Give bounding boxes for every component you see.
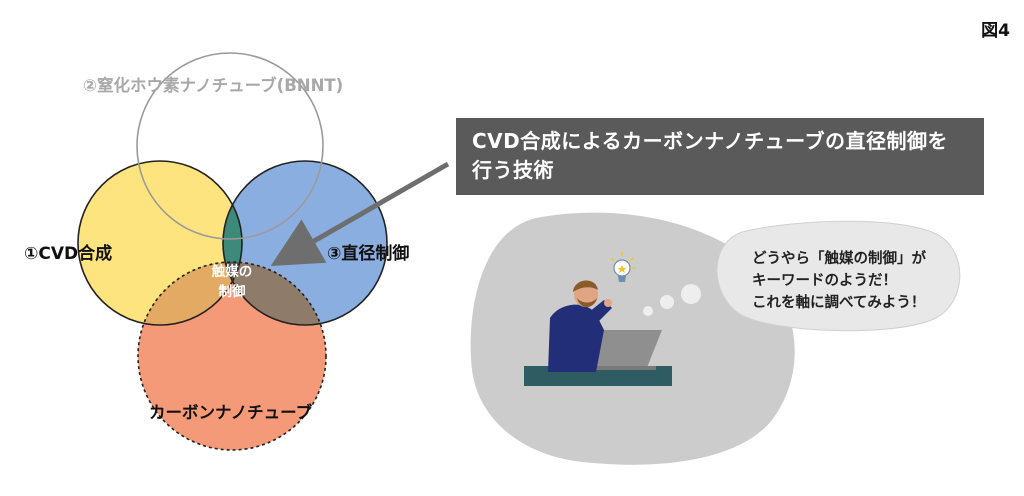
bnnt-label: ②窒化ホウ素ナノチューブ(BNNT) (83, 75, 343, 95)
thought-dot-medium (660, 295, 674, 309)
lightbulb-icon (610, 252, 636, 282)
thought-dot-small (643, 306, 653, 316)
diameter-label: ③直径制御 (327, 243, 409, 264)
pointer-arrow (270, 161, 450, 266)
cnt-circle-outline (137, 261, 327, 451)
banner-line2: 行う技術 (472, 158, 554, 182)
cvd-cnt-overlap (138, 262, 242, 325)
figure-label: 図4 (981, 21, 1010, 41)
bnnt-circle (136, 52, 324, 240)
speech-line3: これを軸に調べてみよう！ (752, 293, 925, 311)
cnt-label: カーボンナノチューブ (149, 402, 313, 422)
person-hair (573, 280, 598, 292)
diameter-cnt-overlap (223, 262, 326, 325)
laptop-base (574, 366, 656, 370)
cvd-circle-outline (77, 160, 243, 326)
person-illustration (524, 252, 672, 386)
cvd-label: ①CVD合成 (24, 243, 112, 264)
diameter-circle-outline (222, 160, 388, 326)
speech-line1: どうやら「触媒の制御」が (752, 249, 926, 267)
center-label-line2: 制御 (219, 283, 246, 300)
person-beard (577, 298, 597, 307)
topic-banner: CVD合成によるカーボンナノチューブの直径制御を 行う技術 (456, 118, 984, 195)
speech-line2: キーワードのようだ！ (752, 272, 897, 289)
speech-bubble (716, 220, 961, 332)
center-label-line1: 触媒の (212, 263, 253, 280)
person-arm (584, 300, 612, 326)
thought-dot-large (681, 284, 701, 304)
banner-line1: CVD合成によるカーボンナノチューブの直径制御を (472, 129, 948, 153)
person-hand (604, 299, 612, 307)
